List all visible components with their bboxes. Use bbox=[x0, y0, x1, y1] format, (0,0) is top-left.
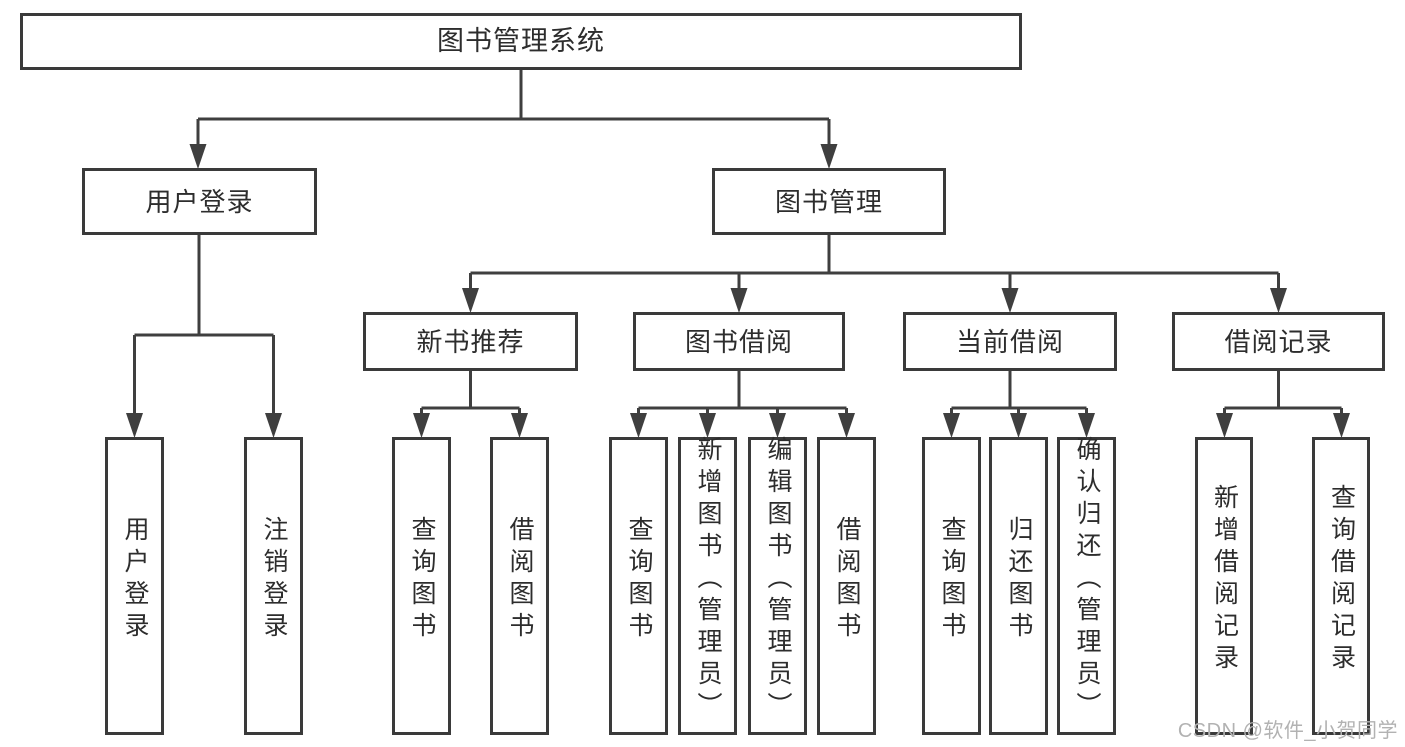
arrowheads bbox=[126, 144, 1350, 438]
leaf-add-book-admin-label: 新增图书（管理员） bbox=[694, 436, 722, 724]
node-system-root: 图书管理系统 bbox=[20, 13, 1022, 70]
node-book-borrowing: 图书借阅 bbox=[633, 312, 845, 371]
leaf-add-book-admin: 新增图书（管理员） bbox=[678, 436, 737, 735]
connector-lines bbox=[133, 70, 1343, 416]
node-borrowing-records: 借阅记录 bbox=[1172, 312, 1385, 371]
leaf-logout: 注销登录 bbox=[244, 437, 303, 735]
leaf-query-book-current-label: 查询图书 bbox=[938, 516, 966, 644]
node-system-root-label: 图书管理系统 bbox=[437, 26, 605, 56]
leaf-borrow-book-label: 借阅图书 bbox=[833, 516, 861, 644]
leaf-query-borrow-record-label: 查询借阅记录 bbox=[1327, 484, 1356, 676]
leaf-edit-book-admin: 编辑图书（管理员） bbox=[748, 436, 807, 735]
leaf-add-borrow-record: 新增借阅记录 bbox=[1195, 437, 1253, 735]
node-current-borrowing: 当前借阅 bbox=[903, 312, 1117, 371]
leaf-edit-book-admin-label: 编辑图书（管理员） bbox=[764, 436, 792, 724]
leaf-return-book-label: 归还图书 bbox=[1005, 516, 1033, 644]
leaf-confirm-return-admin-label: 确认归还（管理员） bbox=[1073, 436, 1101, 724]
leaf-query-book-recommend-label: 查询图书 bbox=[408, 516, 436, 644]
node-new-book-recommend: 新书推荐 bbox=[363, 312, 578, 371]
node-current-borrowing-label: 当前借阅 bbox=[955, 326, 1064, 357]
leaf-confirm-return-admin: 确认归还（管理员） bbox=[1057, 436, 1116, 735]
node-book-management-branch: 图书管理 bbox=[712, 168, 946, 235]
leaf-query-book-borrow: 查询图书 bbox=[609, 437, 668, 735]
leaf-borrow-book: 借阅图书 bbox=[817, 437, 876, 735]
node-user-login-branch-label: 用户登录 bbox=[145, 186, 254, 217]
leaf-query-book-current: 查询图书 bbox=[922, 437, 981, 735]
leaf-logout-label: 注销登录 bbox=[260, 516, 288, 644]
leaf-borrow-book-recommend: 借阅图书 bbox=[490, 437, 549, 735]
leaf-query-book-recommend: 查询图书 bbox=[392, 437, 451, 735]
leaf-add-borrow-record-label: 新增借阅记录 bbox=[1210, 484, 1239, 676]
leaf-query-book-borrow-label: 查询图书 bbox=[625, 516, 653, 644]
node-borrowing-records-label: 借阅记录 bbox=[1224, 326, 1333, 357]
csdn-watermark: CSDN @软件_小贺同学 bbox=[1177, 720, 1398, 742]
node-user-login-branch: 用户登录 bbox=[82, 168, 317, 235]
leaf-user-login: 用户登录 bbox=[105, 437, 164, 735]
leaf-query-borrow-record: 查询借阅记录 bbox=[1312, 437, 1370, 735]
leaf-borrow-book-recommend-label: 借阅图书 bbox=[506, 516, 534, 644]
node-book-borrowing-label: 图书借阅 bbox=[684, 326, 793, 357]
leaf-return-book: 归还图书 bbox=[989, 437, 1048, 735]
node-book-management-branch-label: 图书管理 bbox=[774, 186, 883, 217]
node-new-book-recommend-label: 新书推荐 bbox=[416, 326, 525, 357]
leaf-user-login-label: 用户登录 bbox=[121, 516, 149, 644]
